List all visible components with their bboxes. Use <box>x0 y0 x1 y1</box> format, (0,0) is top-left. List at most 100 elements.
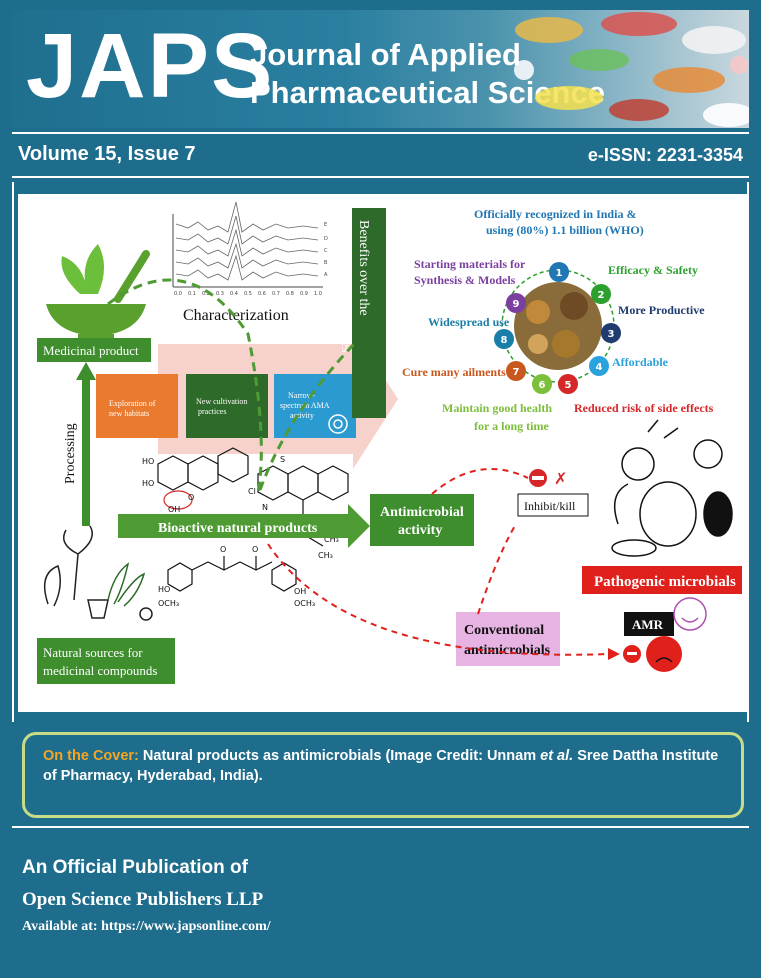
target-icon <box>328 414 348 434</box>
caption-text-after: Sree Dattha Institute of Pharmacy, Hyder… <box>43 748 719 784</box>
journal-logo: JAPS <box>26 15 275 117</box>
chrom-label-c: C <box>324 248 328 254</box>
chrom-tick-label: 0.5 <box>244 291 252 297</box>
wheel-label-6: for a long time <box>474 419 549 433</box>
chem-atom-label: HO <box>142 479 154 488</box>
chem-atom-label: Cl <box>248 487 256 496</box>
wheel-node-1 <box>549 262 569 282</box>
amr-label: AMR <box>632 617 664 632</box>
wheel-label-9: Starting materials for <box>414 257 526 271</box>
chem-atom-label: CH₃ <box>318 551 333 560</box>
characterization-label: Characterization <box>183 307 289 324</box>
wheel-node-3 <box>601 323 621 343</box>
wheel-node-6 <box>532 374 552 394</box>
caption-text: On the Cover: Natural products as antimi… <box>43 747 723 786</box>
microbes-icon <box>611 419 733 557</box>
header-banner: JAPS Journal of Applied Pharmaceutical S… <box>12 10 749 128</box>
chem-atom-label: OCH₃ <box>158 599 179 608</box>
wheel-node-number: 9 <box>513 299 520 310</box>
chrom-tick-label: 0.9 <box>300 291 308 297</box>
wheel-label-4: Affordable <box>612 355 669 369</box>
wheel-node-9 <box>506 293 526 313</box>
chem-atom-label: OH <box>168 505 180 514</box>
happy-face-icon <box>673 597 707 631</box>
wheel-node-number: 5 <box>565 380 572 391</box>
wheel-label-9: Synthesis & Models <box>414 273 516 287</box>
chrom-tick-label: 0.4 <box>230 291 238 297</box>
bioactive-label: Bioactive natural products <box>158 521 318 536</box>
wheel-node-number: 2 <box>598 290 605 301</box>
chrom-label-e: E <box>324 222 327 228</box>
chem-atom-label: O <box>252 545 258 554</box>
chem-atom-label: O <box>188 493 194 502</box>
chem-atom-label: S <box>280 455 285 464</box>
cross-icon: ✗ <box>554 469 567 488</box>
chrom-tick-label: 0.8 <box>286 291 294 297</box>
publisher-name: Open Science Publishers LLP <box>22 889 264 910</box>
wheel-node-number: 1 <box>556 268 563 279</box>
natural-sources-label: Natural sources for medicinal compounds <box>43 645 157 678</box>
chrom-tick-label: 0.6 <box>258 291 266 297</box>
chem-atom-label: OCH₃ <box>294 599 315 608</box>
wheel-label-1: using (80%) 1.1 billion (WHO) <box>486 223 644 237</box>
caption-text-before: Natural products as antimicrobials (Imag… <box>138 748 541 764</box>
wheel-label-3: More Productive <box>618 303 705 317</box>
antimicrobial-activity-label: Antimicrobial activity <box>380 505 467 538</box>
wheel-node-4 <box>589 356 609 376</box>
inhibit-label: Inhibit/kill <box>524 499 576 513</box>
chrom-label-b: B <box>324 260 328 266</box>
wheel-node-number: 3 <box>608 329 615 340</box>
journal-name-line1: Journal of Applied <box>250 37 521 72</box>
chrom-tick-label: 0.2 <box>202 291 210 297</box>
pathogenic-label: Pathogenic microbials <box>594 574 736 590</box>
benefits-label: Benefits over the conventional medicines <box>338 220 371 353</box>
wheel-node-number: 8 <box>501 335 508 346</box>
chrom-label-a: A <box>324 272 328 278</box>
chem-atom-label: HO <box>158 585 170 594</box>
pills-image <box>514 12 749 127</box>
conventional-label: Conventional antimicrobials <box>464 623 551 658</box>
plants-icon <box>43 525 153 621</box>
chem-atom-label: HO <box>142 457 154 466</box>
issue-bar: Volume 15, Issue 7 e-ISSN: 2231-3354 <box>12 132 749 178</box>
cover-caption: On the Cover: Natural products as antimi… <box>22 732 744 818</box>
wheel-node-5 <box>558 374 578 394</box>
wheel-label-1: Officially recognized in India & <box>474 207 636 221</box>
wheel-node-number: 6 <box>539 380 546 391</box>
wheel-label-2: Efficacy & Safety <box>608 263 698 277</box>
volume-issue: Volume 15, Issue 7 <box>18 143 196 165</box>
chrom-tick-label: 0.3 <box>216 291 224 297</box>
wheel-node-number: 4 <box>596 362 603 373</box>
wheel-label-5: Reduced risk of side effects <box>574 401 714 415</box>
chem-atom-label: N <box>262 503 268 512</box>
wheel-node-7 <box>506 361 526 381</box>
caption-etal: et al. <box>540 748 574 764</box>
medicinal-product-label: Medicinal product <box>43 343 139 358</box>
chem-atom-label: CH₃ <box>324 535 339 544</box>
angry-face-icon <box>646 636 682 672</box>
chrom-tick-label: 0.0 <box>174 291 182 297</box>
chrom-tick-label: 0.7 <box>272 291 280 297</box>
issn: e-ISSN: 2231-3354 <box>587 145 743 165</box>
website-line[interactable]: Available at: https://www.japsonline.com… <box>22 919 271 934</box>
wheel-node-number: 7 <box>513 367 520 378</box>
wheel-node-8 <box>494 329 514 349</box>
wheel-node-2 <box>591 284 611 304</box>
publication-line1: An Official Publication of <box>22 857 248 878</box>
footer: An Official Publication of Open Science … <box>12 826 749 974</box>
chrom-label-d: D <box>324 236 328 242</box>
caption-label: On the Cover: <box>43 748 139 764</box>
wheel-label-7: Cure many ailments <box>402 365 506 379</box>
chem-atom-label: O <box>220 545 226 554</box>
chem-atom-label: OH <box>294 587 306 596</box>
wheel-label-6: Maintain good health <box>442 401 552 415</box>
processing-label: Processing <box>63 423 78 484</box>
wheel-label-8: Widespread use <box>428 315 510 329</box>
chemical-structures <box>157 447 349 592</box>
